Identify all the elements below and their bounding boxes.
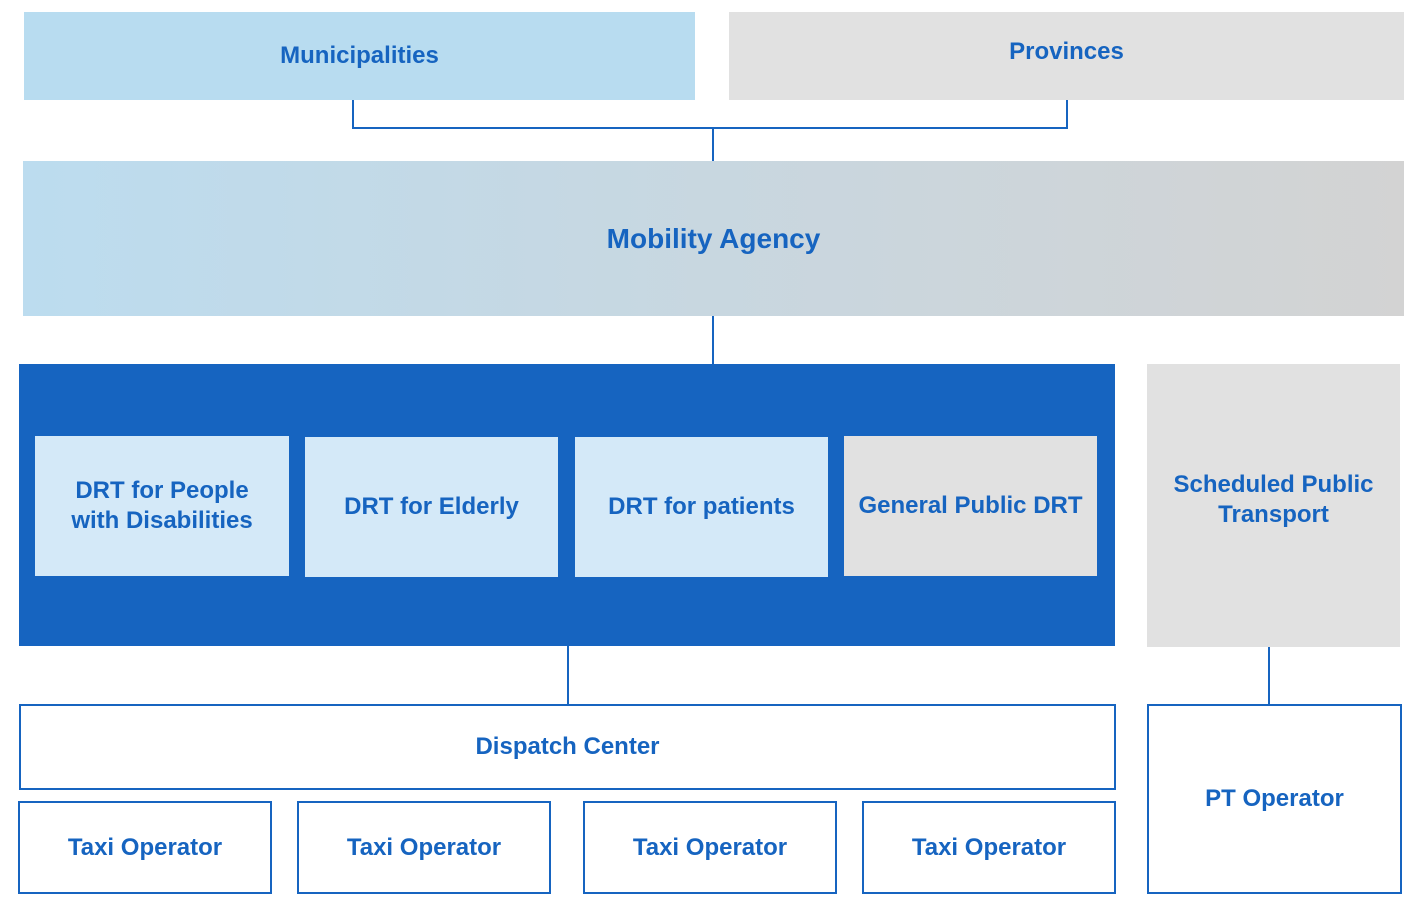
general-public-drt-box: General Public DRT <box>844 436 1097 576</box>
municipalities-box: Municipalities <box>24 12 695 100</box>
dispatch-center-label: Dispatch Center <box>475 733 660 760</box>
provinces-box: Provinces <box>729 12 1404 100</box>
connector-agency-to-drt <box>712 315 714 366</box>
connector-scheduled-to-pt <box>1268 646 1270 705</box>
drt-disabilities-label: DRT for People with Disabilities <box>71 477 253 534</box>
scheduled-public-transport-box: Scheduled Public Transport <box>1147 364 1400 647</box>
drt-patients-label: DRT for patients <box>608 493 795 520</box>
connector-to-agency <box>712 127 714 162</box>
dispatch-center-box: Dispatch Center <box>19 704 1116 790</box>
taxi-operator-box: Taxi Operator <box>18 801 272 894</box>
taxi-operator-label: Taxi Operator <box>911 833 1067 861</box>
scheduled-public-transport-label: Scheduled Public Transport <box>1173 470 1374 528</box>
pt-operator-box: PT Operator <box>1147 704 1402 894</box>
general-public-drt-label: General Public DRT <box>858 492 1083 519</box>
taxi-operator-label: Taxi Operator <box>346 833 502 861</box>
connector-municipalities-down <box>352 96 354 129</box>
connector-top-horizontal <box>352 127 1068 129</box>
mobility-agency-box: Mobility Agency <box>23 161 1404 316</box>
connector-provinces-down <box>1066 96 1068 129</box>
taxi-operator-box: Taxi Operator <box>583 801 837 894</box>
municipalities-label: Municipalities <box>280 42 439 69</box>
drt-elderly-label: DRT for Elderly <box>344 493 519 520</box>
taxi-operator-box: Taxi Operator <box>297 801 551 894</box>
mobility-agency-label: Mobility Agency <box>606 223 821 254</box>
connector-drt-to-dispatch <box>567 645 569 705</box>
taxi-operator-label: Taxi Operator <box>67 833 223 861</box>
taxi-operator-label: Taxi Operator <box>632 833 788 861</box>
provinces-label: Provinces <box>1009 38 1124 65</box>
drt-patients-box: DRT for patients <box>575 437 828 577</box>
pt-operator-label: PT Operator <box>1205 785 1344 812</box>
drt-disabilities-box: DRT for People with Disabilities <box>35 436 289 576</box>
drt-elderly-box: DRT for Elderly <box>305 437 558 577</box>
taxi-operator-box: Taxi Operator <box>862 801 1116 894</box>
